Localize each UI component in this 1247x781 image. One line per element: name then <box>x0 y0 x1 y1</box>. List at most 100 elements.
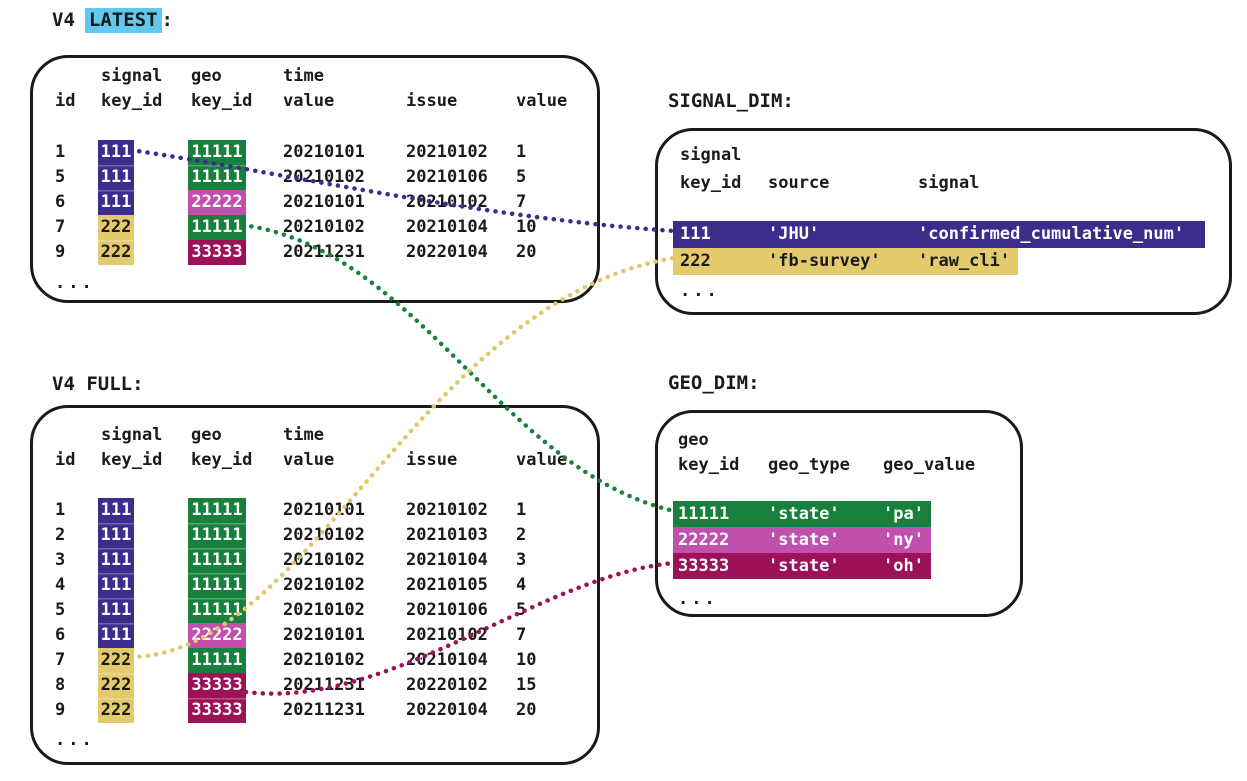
header-value: value <box>516 450 568 470</box>
geo-key-cell: 11111 <box>188 498 246 523</box>
signal-key-cell: 222 <box>98 673 134 698</box>
issue-cell: 20210104 <box>406 217 488 237</box>
value-cell: 10 <box>516 217 537 237</box>
signal-key-cell: 222 <box>98 240 134 265</box>
v4-latest-title: V4 LATEST : <box>52 8 173 33</box>
value-cell: 1 <box>516 142 527 162</box>
geo-dim-title-text: GEO_DIM: <box>668 372 760 394</box>
geo-key-cell: 11111 <box>188 548 246 573</box>
signal-key-cell: 111 <box>98 548 134 573</box>
time-value-cell: 20211231 <box>283 675 365 695</box>
v4-latest-header-line1: signal geo time <box>33 64 597 89</box>
geo-dim-title: GEO_DIM: <box>668 371 760 396</box>
time-value-cell: 20210102 <box>283 167 365 187</box>
value-cell: 4 <box>516 575 527 595</box>
header-geo-value: geo_value <box>883 455 976 475</box>
signal-key-id: 111 <box>680 224 711 244</box>
time-value-cell: 20210102 <box>283 650 365 670</box>
row-id: 3 <box>55 550 66 570</box>
row-id: 8 <box>55 675 66 695</box>
issue-cell: 20210106 <box>406 600 488 620</box>
header-signal: signal <box>680 145 742 165</box>
signal-key-cell: 111 <box>98 165 134 190</box>
issue-cell: 20220104 <box>406 242 488 262</box>
time-value-cell: 20210101 <box>283 192 365 212</box>
geo-key-cell: 33333 <box>188 673 246 698</box>
signal-key-cell: 111 <box>98 598 134 623</box>
header-time-value: value <box>283 450 335 470</box>
signal-value: 'raw_cli' <box>918 251 1011 271</box>
geo-key-cell: 11111 <box>188 165 246 190</box>
geo-type-value: 'state' <box>768 504 840 524</box>
signal-key-cell: 111 <box>98 573 134 598</box>
signal-dim-header-line2: key_id source signal <box>658 171 1229 196</box>
geo-key-cell: 22222 <box>188 190 246 215</box>
geo-key-cell: 33333 <box>188 240 246 265</box>
signal-dim-title: SIGNAL_DIM: <box>668 89 794 114</box>
header-signal-key-id: key_id <box>101 91 163 111</box>
row-id: 6 <box>55 192 66 212</box>
signal-key-cell: 111 <box>98 498 134 523</box>
issue-cell: 20210102 <box>406 625 488 645</box>
time-value-cell: 20210102 <box>283 525 365 545</box>
signal-key-cell: 111 <box>98 190 134 215</box>
signal-dim-header-line1: signal <box>658 143 1229 168</box>
geo-key-cell: 22222 <box>188 623 246 648</box>
signal-key-cell: 111 <box>98 623 134 648</box>
geo-dim-header-line2: key_id geo_type geo_value <box>658 453 1020 478</box>
header-source: source <box>768 173 830 193</box>
value-cell: 7 <box>516 192 527 212</box>
geo-key-cell: 11111 <box>188 573 246 598</box>
row-id: 9 <box>55 242 66 262</box>
header-id: id <box>55 91 76 111</box>
geo-dim-table: geo key_id geo_type geo_value 11111'stat… <box>655 410 1023 617</box>
value-cell: 10 <box>516 650 537 670</box>
header-id: id <box>55 450 76 470</box>
time-value-cell: 20210101 <box>283 500 365 520</box>
header-signal: signal <box>918 173 980 193</box>
signal-value: 'confirmed_cumulative_num' <box>918 224 1185 244</box>
value-cell: 15 <box>516 675 537 695</box>
signal-key-cell: 111 <box>98 140 134 165</box>
row-id: 7 <box>55 650 66 670</box>
header-geo-key-id: key_id <box>191 91 253 111</box>
ellipsis: ... <box>680 281 720 301</box>
dim-row-111: 111'JHU''confirmed_cumulative_num' <box>673 221 1205 248</box>
time-value-cell: 20210102 <box>283 217 365 237</box>
value-cell: 20 <box>516 242 537 262</box>
header-signal: signal <box>101 425 163 445</box>
value-cell: 7 <box>516 625 527 645</box>
row-id: 7 <box>55 217 66 237</box>
issue-cell: 20210104 <box>406 650 488 670</box>
v4-latest-title-colon: : <box>161 9 173 31</box>
v4-latest-table: signal geo time id key_id key_id value i… <box>30 55 600 303</box>
geo-key-id: 33333 <box>678 556 730 576</box>
dim-row-222: 222'fb-survey''raw_cli' <box>673 248 1018 275</box>
time-value-cell: 20210102 <box>283 575 365 595</box>
value-cell: 2 <box>516 525 527 545</box>
header-signal: signal <box>101 66 163 86</box>
geo-key-cell: 11111 <box>188 598 246 623</box>
signal-key-cell: 222 <box>98 215 134 240</box>
header-signal-key-id: key_id <box>101 450 163 470</box>
header-key-id: key_id <box>680 173 742 193</box>
issue-cell: 20210103 <box>406 525 488 545</box>
v4-full-header-line2: id key_id key_id value issue value <box>33 448 597 473</box>
row-id: 4 <box>55 575 66 595</box>
value-cell: 3 <box>516 550 527 570</box>
ellipsis: ... <box>678 589 718 609</box>
row-id: 6 <box>55 625 66 645</box>
signal-key-cell: 222 <box>98 698 134 723</box>
signal-dim-table: signal key_id source signal 111'JHU''con… <box>655 128 1232 315</box>
v4-latest-title-highlight: LATEST <box>84 8 162 33</box>
